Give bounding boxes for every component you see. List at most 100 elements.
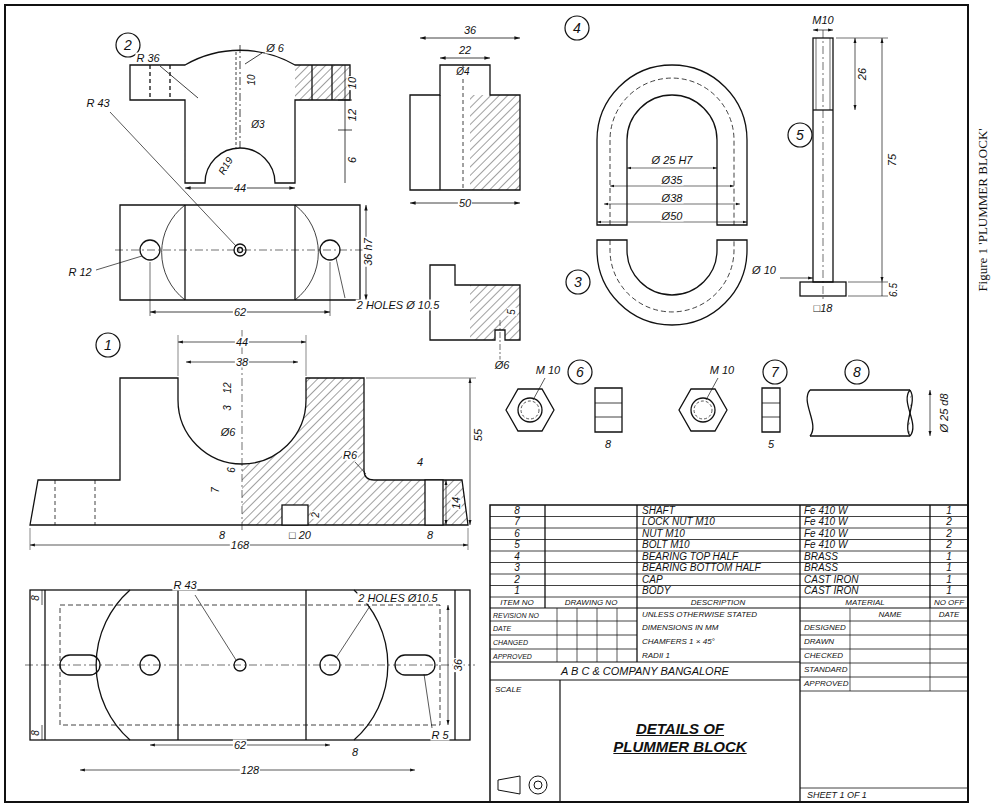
dimension-text: Ø 6	[265, 43, 285, 54]
table-cell: SHAFT	[641, 506, 676, 516]
figure-caption: Figure 1 'PLUMMER BLOCK'	[976, 128, 989, 291]
dimension-text: R 36	[135, 53, 160, 64]
table-cell: SHEET 1 OF 1	[806, 791, 868, 800]
table-cell: 8	[513, 506, 521, 516]
dimension-text: 12	[347, 108, 358, 122]
dimension-text: 55	[473, 428, 484, 442]
callout-number: 6	[567, 359, 593, 385]
table-cell: STANDARD	[803, 666, 848, 674]
dimension-text: □ 20	[288, 530, 312, 541]
dimension-text: Ø38	[661, 193, 684, 204]
dimension-text: 3	[223, 404, 233, 412]
table-cell: Fe 410 W	[803, 529, 848, 539]
table-cell: LOCK NUT M10	[641, 517, 716, 527]
dimension-text: 2 HOLES Ø 10.5	[356, 300, 441, 311]
table-cell: CAST IRON	[803, 575, 859, 585]
table-cell: NAME	[877, 611, 902, 619]
callout-number: 4	[564, 15, 590, 41]
dimension-text: Ø 25 H7	[651, 155, 694, 166]
table-cell: ITEM NO	[499, 599, 534, 607]
table-cell: 1	[513, 586, 521, 596]
callout-circle: 3	[565, 269, 591, 295]
dimension-text: Ø 10	[751, 265, 777, 276]
drawing-title: DETAILS OF PLUMMER BLOCK	[600, 720, 760, 756]
dimension-text: 8	[218, 530, 226, 541]
table-cell: APPROVED	[803, 680, 849, 688]
table-cell: 2	[945, 540, 953, 550]
dimension-text: 36	[463, 25, 477, 36]
table-cell: DESIGNED	[803, 624, 847, 632]
dimension-text: M 10	[535, 365, 561, 376]
dimension-text: 5	[507, 308, 517, 316]
dimension-text: 10	[247, 73, 257, 86]
table-cell: Fe 410 W	[803, 540, 848, 550]
callout-circle: 8	[844, 359, 870, 385]
dimension-text: 8	[426, 530, 434, 541]
dimension-text: Ø3	[250, 120, 265, 130]
table-cell: DRAWING NO	[564, 599, 619, 607]
table-cell: 6	[513, 529, 521, 539]
dimension-text: 62	[233, 307, 247, 318]
dimension-text: 36	[453, 658, 464, 672]
dimension-text: Ø4	[455, 67, 470, 77]
dimension-text: Ø6	[494, 360, 511, 371]
dimension-text: 26	[857, 67, 868, 81]
table-cell: SCALE	[494, 686, 522, 694]
dimension-text: 168	[230, 540, 250, 551]
dimension-text: R 12	[67, 267, 92, 278]
table-cell: Fe 410 W	[803, 506, 848, 516]
table-cell: UNLESS OTHERWISE STATED	[641, 611, 758, 619]
callout-circle: 7	[762, 359, 788, 385]
table-cell: 1	[945, 506, 953, 516]
table-cell: DATE	[938, 611, 961, 619]
table-cell: 1	[945, 552, 953, 562]
table-cell: CHAMFERS 1 × 45°	[641, 638, 716, 646]
dimension-text: R 43	[85, 98, 110, 109]
table-cell: 1	[945, 575, 953, 585]
dimension-text: 6	[227, 466, 237, 474]
callout-circle: 5	[787, 122, 813, 148]
table-cell: REVISION NO	[492, 611, 540, 618]
table-cell: BOLT M10	[641, 540, 691, 550]
dimension-text: 36 h7	[363, 237, 374, 267]
callout-number: 5	[787, 122, 813, 148]
callout-number: 8	[844, 359, 870, 385]
dimension-text: 128	[240, 765, 260, 776]
table-cell: 2	[513, 575, 521, 585]
dimension-text: 38	[235, 357, 249, 368]
table-cell: RADII 1	[641, 652, 671, 660]
dimension-text: □18	[813, 303, 834, 314]
table-cell: 7	[513, 517, 521, 527]
dimension-text: 6.5	[889, 282, 899, 298]
table-cell: 1	[945, 563, 953, 573]
dimension-text: M10	[811, 15, 834, 26]
table-cell: DATE	[492, 625, 512, 632]
table-cell: BODY	[641, 586, 671, 596]
dimension-text: 22	[458, 45, 472, 56]
callout-circle: 6	[567, 359, 593, 385]
dimension-text: M 10	[709, 365, 735, 376]
table-cell: NO OFF	[933, 599, 965, 607]
dimension-text: 8	[351, 747, 359, 758]
table-cell: 2	[945, 517, 953, 527]
dimension-text: 8	[31, 594, 41, 602]
table-cell: DIMENSIONS IN MM	[641, 624, 719, 632]
table-cell: A B C & COMPANY BANGALORE	[560, 666, 730, 677]
table-cell: BRASS	[803, 552, 839, 562]
table-cell: 5	[513, 540, 521, 550]
dimension-text: R 5	[430, 730, 449, 741]
table-cell: 4	[513, 552, 521, 562]
callout-number: 7	[762, 359, 788, 385]
dimension-text: 5	[767, 439, 775, 450]
table-cell: 2	[945, 529, 953, 539]
table-cell: BEARING TOP HALF	[641, 552, 739, 562]
table-cell: APPROVED	[492, 652, 533, 659]
table-cell: CAST IRON	[803, 586, 859, 596]
callout-number: 3	[565, 269, 591, 295]
table-cell: Fe 410 W	[803, 517, 848, 527]
dimension-text: 2	[311, 511, 321, 519]
dimension-text: 50	[458, 198, 472, 209]
table-cell: 1	[945, 586, 953, 596]
dimension-text: 8	[604, 439, 612, 450]
